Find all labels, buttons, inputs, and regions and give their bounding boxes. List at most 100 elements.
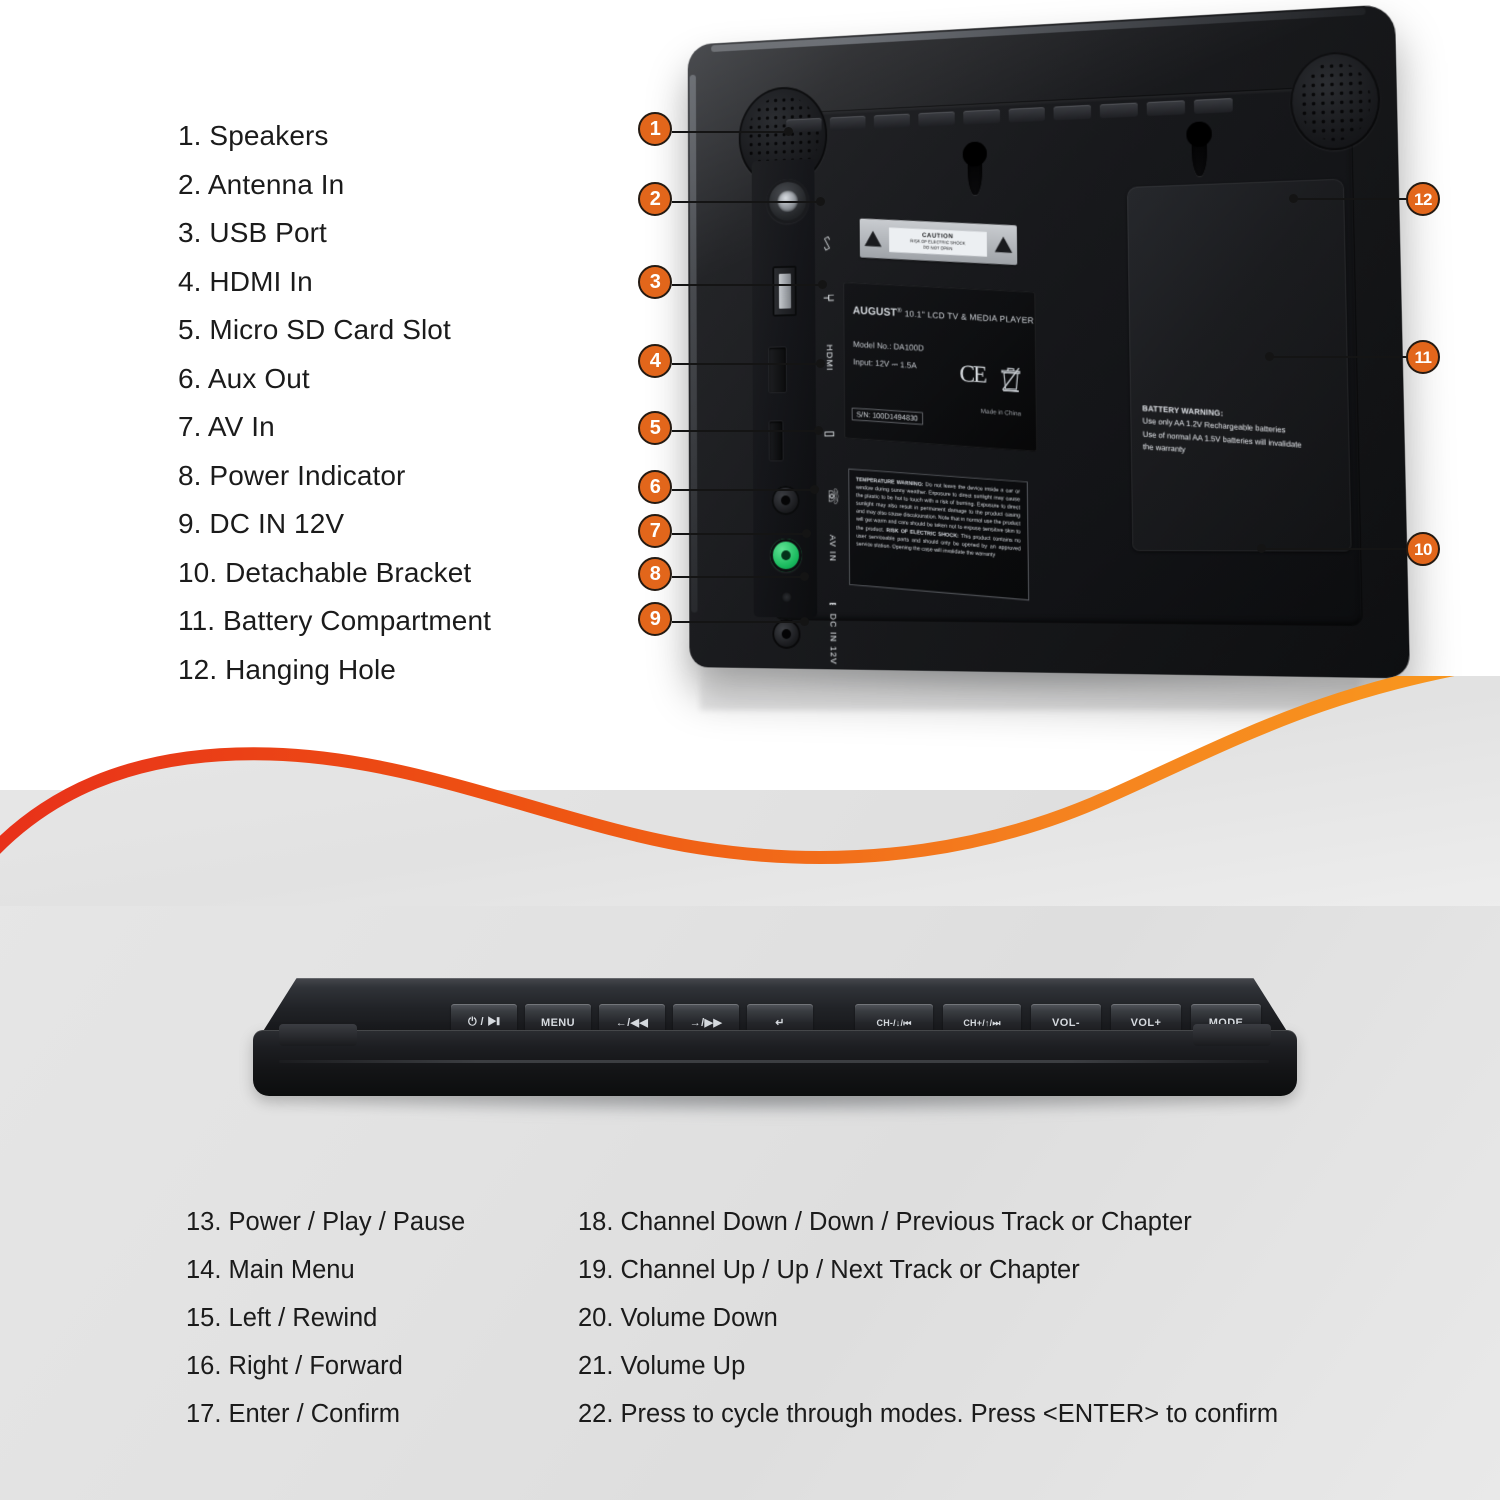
enter-confirm-button[interactable]: ↵ bbox=[747, 1004, 813, 1034]
tv-back-shell: BATTERY WARNING: Use only AA 1.2V Rechar… bbox=[687, 3, 1411, 679]
leader-dot-8 bbox=[800, 572, 809, 581]
caution-text-box: CAUTION RISK OF ELECTRIC SHOCK DO NOT OP… bbox=[888, 227, 988, 257]
warning-triangle-icon bbox=[864, 230, 882, 247]
feature-item: 18. Channel Down / Down / Previous Track… bbox=[578, 1208, 1192, 1236]
callout-badge-11[interactable]: 11 bbox=[1406, 340, 1440, 374]
leader-line-7 bbox=[672, 533, 806, 536]
feature-item: 4. HDMI In bbox=[178, 265, 313, 297]
vent-nub bbox=[962, 109, 1000, 125]
callout-badge-4[interactable]: 4 bbox=[638, 344, 672, 378]
right-forward-button[interactable]: →/▶▶ bbox=[673, 1004, 739, 1034]
profile-clip-left bbox=[279, 1024, 357, 1046]
channel-down-button[interactable]: CH-/↓/⏮ bbox=[855, 1004, 933, 1034]
hanging-hole-right bbox=[1191, 123, 1208, 177]
battery-warning-text: BATTERY WARNING: Use only AA 1.2V Rechar… bbox=[1142, 402, 1339, 467]
tv-left-edge bbox=[689, 74, 698, 613]
volume-up-button[interactable]: VOL+ bbox=[1111, 1004, 1181, 1034]
dc-in-12v-port[interactable] bbox=[772, 619, 801, 650]
temperature-warning-body: Do not leave the device inside a car or … bbox=[855, 482, 1021, 536]
feature-item: 16. Right / Forward bbox=[186, 1352, 403, 1380]
feature-item: 11. Battery Compartment bbox=[178, 605, 492, 636]
vent-nub bbox=[1053, 104, 1092, 121]
feature-item: 22. Press to cycle through modes. Press … bbox=[578, 1400, 1279, 1428]
vent-nub bbox=[829, 115, 866, 131]
feature-list-top: 1. Speakers 2. Antenna In 3. USB Port 4.… bbox=[178, 112, 598, 694]
swoosh-divider bbox=[0, 676, 1500, 906]
callout-badge-5[interactable]: 5 bbox=[638, 411, 672, 445]
feature-item: 21. Volume Up bbox=[578, 1352, 746, 1380]
power-play-pause-button[interactable]: ⏻ / ▶❙ bbox=[451, 1004, 517, 1034]
callout-badge-3[interactable]: 3 bbox=[638, 265, 672, 299]
feature-item: 2. Antenna In bbox=[178, 168, 345, 200]
av-in-port[interactable] bbox=[770, 538, 802, 573]
usb-icon: ⑂ bbox=[819, 292, 836, 303]
dc-in-port-caption: ⎓ DC IN 12V bbox=[828, 599, 839, 666]
usb-port[interactable] bbox=[772, 265, 797, 317]
callout-badge-7[interactable]: 7 bbox=[638, 514, 672, 548]
main-menu-button[interactable]: MENU bbox=[525, 1004, 591, 1034]
bottom-section: ⏻ / ▶❙ MENU ←/◀◀ →/▶▶ ↵ CH-/↓/⏮ CH+/↑/⏭ … bbox=[0, 790, 1500, 1500]
leader-line-6 bbox=[672, 489, 814, 492]
feature-item: 7. AV In bbox=[178, 411, 275, 442]
sd-card-icon: ▭ bbox=[823, 425, 836, 441]
tv-top-edge bbox=[711, 7, 1366, 53]
feature-list-bottom-left: 13. Power / Play / Pause 14. Main Menu 1… bbox=[186, 1198, 465, 1438]
leader-line-5 bbox=[672, 430, 818, 433]
swoosh-stroke bbox=[0, 676, 1455, 864]
vent-nub bbox=[918, 111, 955, 127]
model-number: Model No.: DA100D bbox=[853, 339, 924, 354]
volume-down-button[interactable]: VOL- bbox=[1031, 1004, 1101, 1034]
feature-list-bottom-right: 18. Channel Down / Down / Previous Track… bbox=[578, 1198, 1278, 1438]
callout-badge-2[interactable]: 2 bbox=[638, 182, 672, 216]
leader-dot-3 bbox=[818, 280, 827, 289]
warning-triangle-icon bbox=[994, 236, 1013, 253]
weee-bin-icon bbox=[1001, 365, 1021, 392]
feature-item: 9. DC IN 12V bbox=[178, 508, 345, 539]
vent-nub bbox=[1194, 97, 1233, 114]
vent-nub bbox=[873, 113, 910, 129]
feature-item: 6. Aux Out bbox=[178, 362, 310, 394]
feature-item: 19. Channel Up / Up / Next Track or Chap… bbox=[578, 1256, 1080, 1284]
brand-and-product-line: AUGUST® 10.1" LCD TV & MEDIA PLAYER bbox=[853, 304, 1034, 326]
tv-rear-view: BATTERY WARNING: Use only AA 1.2V Rechar… bbox=[660, 3, 1420, 722]
callout-badge-1[interactable]: 1 bbox=[638, 112, 672, 146]
caution-plate: CAUTION RISK OF ELECTRIC SHOCK DO NOT OP… bbox=[859, 218, 1018, 265]
left-rewind-button[interactable]: ←/◀◀ bbox=[599, 1004, 665, 1034]
serial-number: S/N: 100D1494830 bbox=[851, 407, 923, 426]
callout-badge-10[interactable]: 10 bbox=[1406, 532, 1440, 566]
channel-up-button[interactable]: CH+/↑/⏭ bbox=[943, 1004, 1021, 1034]
speaker-grille-right bbox=[1289, 49, 1382, 153]
leader-line-4 bbox=[672, 363, 820, 366]
leader-line-11 bbox=[1270, 356, 1412, 359]
leader-dot-2 bbox=[816, 197, 825, 206]
input-rating: Input: 12V ⎓ 1.5A bbox=[853, 356, 917, 371]
feature-item: 5. Micro SD Card Slot bbox=[178, 314, 451, 345]
feature-item: 14. Main Menu bbox=[186, 1256, 355, 1284]
battery-compartment-panel: BATTERY WARNING: Use only AA 1.2V Rechar… bbox=[1126, 178, 1352, 552]
speaker-dots-icon bbox=[1298, 59, 1372, 143]
leader-dot-4 bbox=[816, 359, 825, 368]
callout-badge-12[interactable]: 12 bbox=[1406, 182, 1440, 216]
micro-sd-card-slot[interactable] bbox=[769, 421, 783, 461]
leader-dot-12 bbox=[1289, 194, 1298, 203]
hdmi-in-port[interactable] bbox=[769, 347, 786, 393]
leader-line-1 bbox=[672, 131, 788, 134]
feature-item: 1. Speakers bbox=[178, 120, 329, 151]
power-indicator-led bbox=[781, 591, 792, 603]
feature-item: 17. Enter / Confirm bbox=[186, 1400, 400, 1428]
ce-mark-icon: CE bbox=[959, 361, 986, 389]
leader-line-10 bbox=[1262, 548, 1412, 551]
product-spec-label: AUGUST® 10.1" LCD TV & MEDIA PLAYER Mode… bbox=[843, 281, 1038, 452]
feature-item: 20. Volume Down bbox=[578, 1304, 778, 1332]
callout-badge-9[interactable]: 9 bbox=[638, 602, 672, 636]
leader-line-12 bbox=[1294, 198, 1412, 201]
swoosh-fill bbox=[0, 676, 1500, 906]
callout-badge-8[interactable]: 8 bbox=[638, 557, 672, 591]
leader-dot-1 bbox=[784, 127, 793, 136]
vent-nub bbox=[1146, 100, 1186, 117]
headphone-icon: ☏ bbox=[825, 487, 841, 505]
leader-line-2 bbox=[672, 201, 820, 204]
av-in-port-caption: AV IN bbox=[828, 534, 838, 563]
callout-badge-6[interactable]: 6 bbox=[638, 470, 672, 504]
